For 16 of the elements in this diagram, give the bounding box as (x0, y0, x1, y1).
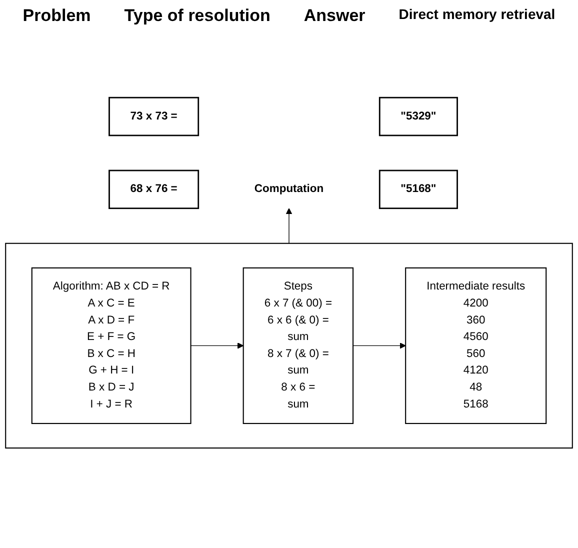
node-box: Intermediate results 4200 360 4560 560 4120 48 5168 (405, 268, 547, 424)
column-heading: Answer (304, 6, 366, 26)
node-box: "5329" (378, 97, 458, 136)
column-heading: Type of resolution (124, 6, 270, 26)
arrow (352, 342, 406, 349)
node-box: Steps 6 x 7 (& 00) = 6 x 6 (& 0) = sum 8 x 7 (& 0) = sum 8 x 6 = sum (242, 268, 354, 424)
arrow (190, 342, 244, 349)
node-box: "5168" (378, 170, 458, 210)
node-box: 68 x 76 = (108, 170, 200, 210)
arrow (286, 208, 292, 244)
cluster (5, 243, 573, 449)
node-box: 73 x 73 = (108, 97, 200, 136)
node-text: Computation (254, 183, 324, 196)
node-box: Algorithm: AB x CD = R A x C = E A x D = F E + F = G B x C = H G + H = I B x D = J I + J = R (31, 268, 192, 424)
column-heading: Problem (22, 6, 91, 26)
resolution-type-text: Direct memory retrieval (398, 6, 556, 24)
